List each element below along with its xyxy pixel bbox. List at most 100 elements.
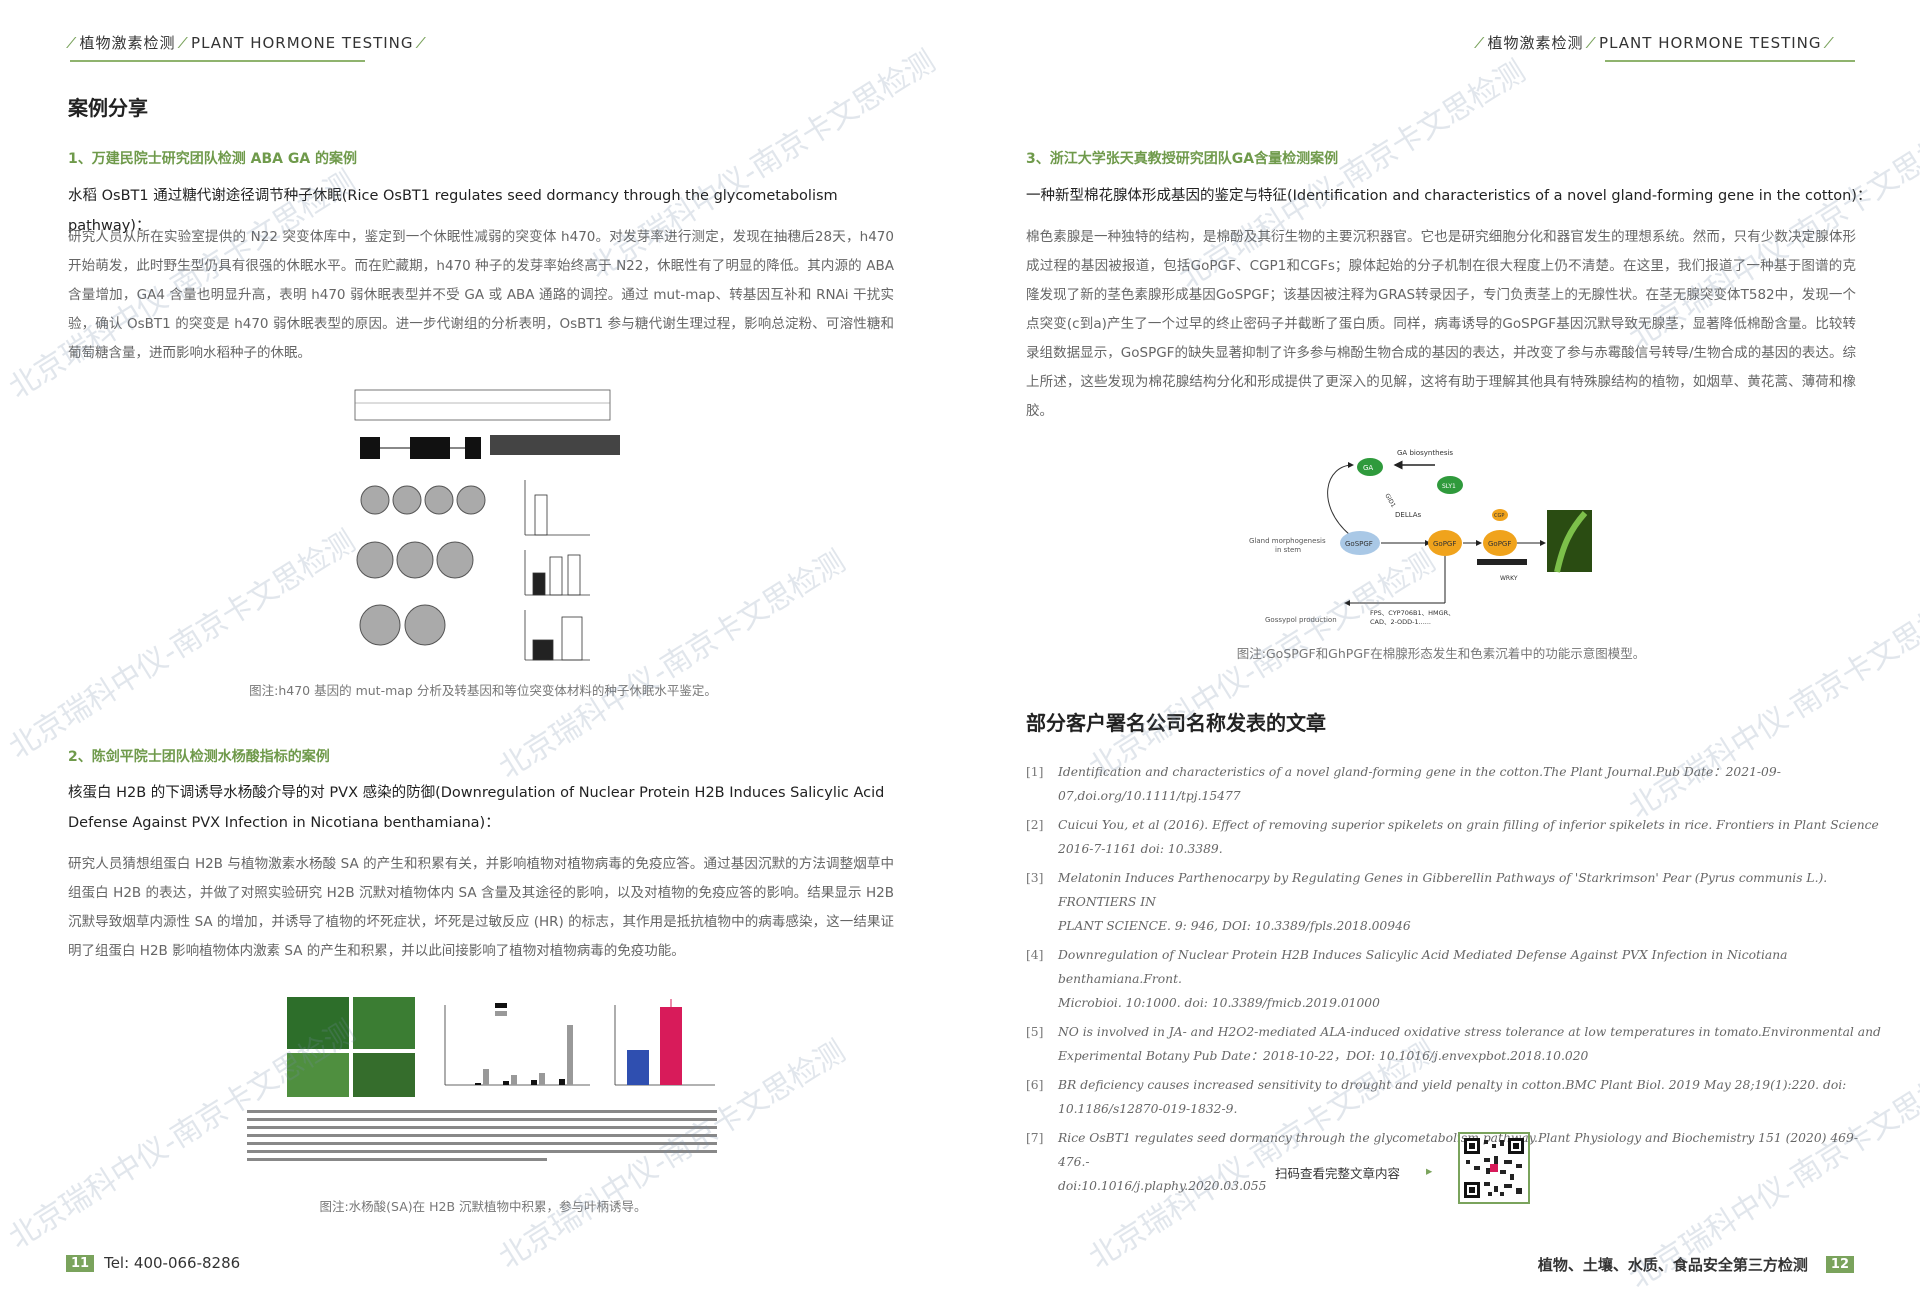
figure-h2b-sa [245, 985, 725, 1180]
case3-paragraph: 棉色素腺是一种独特的结构，是棉酚及其衍生物的主要沉积器官。它也是研究细胞分化和器… [1026, 229, 1856, 419]
header-slash: ⁄ [70, 33, 74, 52]
publication-text: Melatonin Induces Parthenocarpy by Regul… [1058, 866, 1886, 938]
figure-h470-mutmap [350, 385, 640, 665]
publication-item: [4] Downregulation of Nuclear Protein H2B… [1026, 943, 1886, 1015]
footer-tagline: 植物、土壤、水质、食品安全第三方检测 [1537, 1256, 1808, 1274]
svg-text:CGP: CGP [1494, 513, 1504, 519]
publication-line: BR deficiency causes increased sensitivi… [1058, 1078, 1847, 1092]
case1-title: 1、万建民院士研究团队检测 ABA GA 的案例 [68, 151, 358, 167]
gospgf-node [1340, 531, 1380, 555]
page-header-left: ⁄ 植物激素检测 ⁄ PLANT HORMONE TESTING ⁄ [70, 32, 423, 53]
header-slash: ⁄ [419, 33, 424, 52]
publication-number: [4] [1026, 948, 1044, 962]
svg-text:GoSPGF: GoSPGF [1345, 540, 1373, 548]
svg-text:CAD、2-ODD-1......: CAD、2-ODD-1...... [1370, 618, 1431, 626]
publication-line: 10.1186/s12870-019-1832-9. [1058, 1102, 1238, 1116]
publication-line: NO is involved in JA- and H2O2-mediated … [1058, 1025, 1881, 1039]
publication-item: [7]Rice OsBT1 regulates seed dormancy th… [1026, 1126, 1886, 1198]
qr-label: 扫码查看完整文章内容 [1275, 1166, 1401, 1181]
case3-title: 3、浙江大学张天真教授研究团队GA含量检测案例 [1026, 151, 1339, 167]
figure-h2b-graphic [247, 997, 717, 1161]
publication-number: [7] [1026, 1131, 1044, 1145]
gopgf-node [1428, 530, 1462, 556]
right-page: ⁄ 植物激素检测 ⁄ PLANT HORMONE TESTING ⁄ 3、浙江大… [960, 0, 1920, 1302]
qr-code-graphic [1464, 1138, 1524, 1198]
svg-text:FPS、CYP706B1、HMGR、: FPS、CYP706B1、HMGR、 [1370, 609, 1455, 617]
cgp-node [1492, 509, 1508, 521]
header-en: PLANT HORMONE TESTING [191, 33, 414, 52]
publication-number: [5] [1026, 1025, 1044, 1039]
publication-line: Microbioi. 10:1000. doi: 10.3389/fmicb.2… [1058, 996, 1380, 1010]
qr-caption: 扫码查看完整文章内容 ▸ [1275, 1163, 1432, 1182]
publication-line: Identification and characteristics of a … [1058, 765, 1781, 803]
case2-subtitle: 核蛋白 H2B 的下调诱导水杨酸介导的对 PVX 感染的防御(Downregul… [68, 785, 885, 831]
case1-caption: 图注:h470 基因的 mut-map 分析及转基因和等位突变体材料的种子休眠水… [249, 683, 717, 698]
publication-number: [3] [1026, 871, 1044, 885]
case3-caption: 图注:GoSPGF和GhPGF在棉腺形态发生和色素沉着中的功能示意图模型。 [1236, 646, 1646, 661]
publication-text: NO is involved in JA- and H2O2-mediated … [1058, 1020, 1881, 1068]
header-slash: ⁄ [1589, 33, 1594, 52]
svg-text:GA: GA [1363, 464, 1373, 472]
svg-text:GA biosynthesis: GA biosynthesis [1397, 449, 1453, 457]
case2-title: 2、陈剑平院士团队检测水杨酸指标的案例 [68, 749, 330, 765]
publication-item: [2] Cuicui You, et al (2016). Effect of r… [1026, 813, 1886, 861]
page-header-right: ⁄ 植物激素检测 ⁄ PLANT HORMONE TESTING ⁄ [1478, 32, 1831, 53]
header-rule [70, 60, 365, 62]
publications-list: [1] Identification and characteristics of… [1026, 760, 1886, 1203]
publication-line: 2016-7-1161 doi: 10.3389. [1058, 842, 1223, 856]
figure-h470-graphic [354, 389, 620, 661]
footer-tel: Tel: 400-066-8286 [104, 1254, 241, 1272]
header-cn: 植物激素检测 [79, 34, 176, 52]
footer-right: 植物、土壤、水质、食品安全第三方检测 12 [1538, 1254, 1854, 1275]
publication-text: Downregulation of Nuclear Protein H2B In… [1058, 943, 1886, 1015]
svg-text:Gossypol production: Gossypol production [1265, 616, 1337, 624]
case2-paragraph: 研究人员猜想组蛋白 H2B 与植物激素水杨酸 SA 的产生和积累有关，并影响植物… [68, 856, 894, 959]
svg-text:DELLAs: DELLAs [1395, 511, 1422, 519]
publication-item: [1] Identification and characteristics of… [1026, 760, 1886, 808]
publication-line: Melatonin Induces Parthenocarpy by Regul… [1058, 871, 1828, 909]
figure-gospgf-model: GA SLY1 GA biosynthesis DELLAs GID1 Glan… [1245, 435, 1620, 630]
publication-item: [3] Melatonin Induces Parthenocarpy by Re… [1026, 866, 1886, 938]
publication-number: [1] [1026, 765, 1044, 779]
publication-text: Identification and characteristics of a … [1058, 760, 1886, 808]
publication-number: [6] [1026, 1078, 1044, 1092]
svg-text:SLY1: SLY1 [1442, 483, 1456, 490]
svg-text:GoPGF: GoPGF [1433, 540, 1456, 548]
header-rule [1605, 60, 1855, 62]
publication-number: [2] [1026, 818, 1044, 832]
publication-item: [6] BR deficiency causes increased sensit… [1026, 1073, 1886, 1121]
publication-line: doi:10.1016/j.plaphy.2020.03.055 [1058, 1179, 1267, 1193]
svg-text:GID1: GID1 [1383, 493, 1397, 510]
case3-subtitle: 一种新型棉花腺体形成基因的鉴定与特征(Identification and ch… [1026, 188, 1872, 204]
publication-item: [5] NO is involved in JA- and H2O2-mediat… [1026, 1020, 1886, 1068]
left-page: ⁄ 植物激素检测 ⁄ PLANT HORMONE TESTING ⁄ 案例分享 … [66, 32, 894, 1272]
case1-paragraph: 研究人员从所在实验室提供的 N22 突变体库中，鉴定到一个休眠性减弱的突变体 h… [68, 229, 894, 361]
case1-subtitle: 水稻 OsBT1 通过糖代谢途径调节种子休眠(Rice OsBT1 regula… [68, 188, 838, 234]
svg-text:WRKY: WRKY [1500, 575, 1518, 582]
publication-line: Experimental Botany Pub Date：2018-10-22，… [1058, 1049, 1589, 1063]
header-slash: ⁄ [1478, 33, 1482, 52]
gopgf2-node [1483, 530, 1517, 556]
publication-line: PLANT SCIENCE. 9: 946, DOI: 10.3389/fpls… [1058, 919, 1411, 933]
case2-caption: 图注:水杨酸(SA)在 H2B 沉默植物中积累，参与叶柄诱导。 [319, 1199, 647, 1214]
publication-line: Downregulation of Nuclear Protein H2B In… [1058, 948, 1788, 986]
header-cn: 植物激素检测 [1487, 34, 1584, 52]
section-title-publications: 部分客户署名公司名称发表的文章 [1026, 711, 1326, 735]
svg-text:in stem: in stem [1275, 546, 1301, 554]
qr-code[interactable] [1458, 1132, 1530, 1204]
footer-left: 11 Tel: 400-066-8286 [66, 1254, 240, 1272]
svg-text:GoPGF: GoPGF [1488, 540, 1511, 548]
publication-line: Cuicui You, et al (2016). Effect of remo… [1058, 818, 1879, 832]
sly1-node [1437, 476, 1463, 494]
page-number-left: 11 [66, 1254, 95, 1272]
ga-node [1357, 458, 1383, 476]
section-title-cases: 案例分享 [68, 96, 148, 120]
svg-text:Gland morphogenesis: Gland morphogenesis [1249, 537, 1326, 545]
arrow-right-icon: ▸ [1426, 1163, 1433, 1178]
header-slash: ⁄ [181, 33, 186, 52]
header-en: PLANT HORMONE TESTING [1599, 33, 1822, 52]
page-number-right: 12 [1825, 1256, 1854, 1273]
publication-text: Cuicui You, et al (2016). Effect of remo… [1058, 813, 1879, 861]
publication-text: BR deficiency causes increased sensitivi… [1058, 1073, 1846, 1121]
figure-gospgf-graphic: GA SLY1 GA biosynthesis DELLAs GID1 Glan… [1249, 449, 1592, 626]
